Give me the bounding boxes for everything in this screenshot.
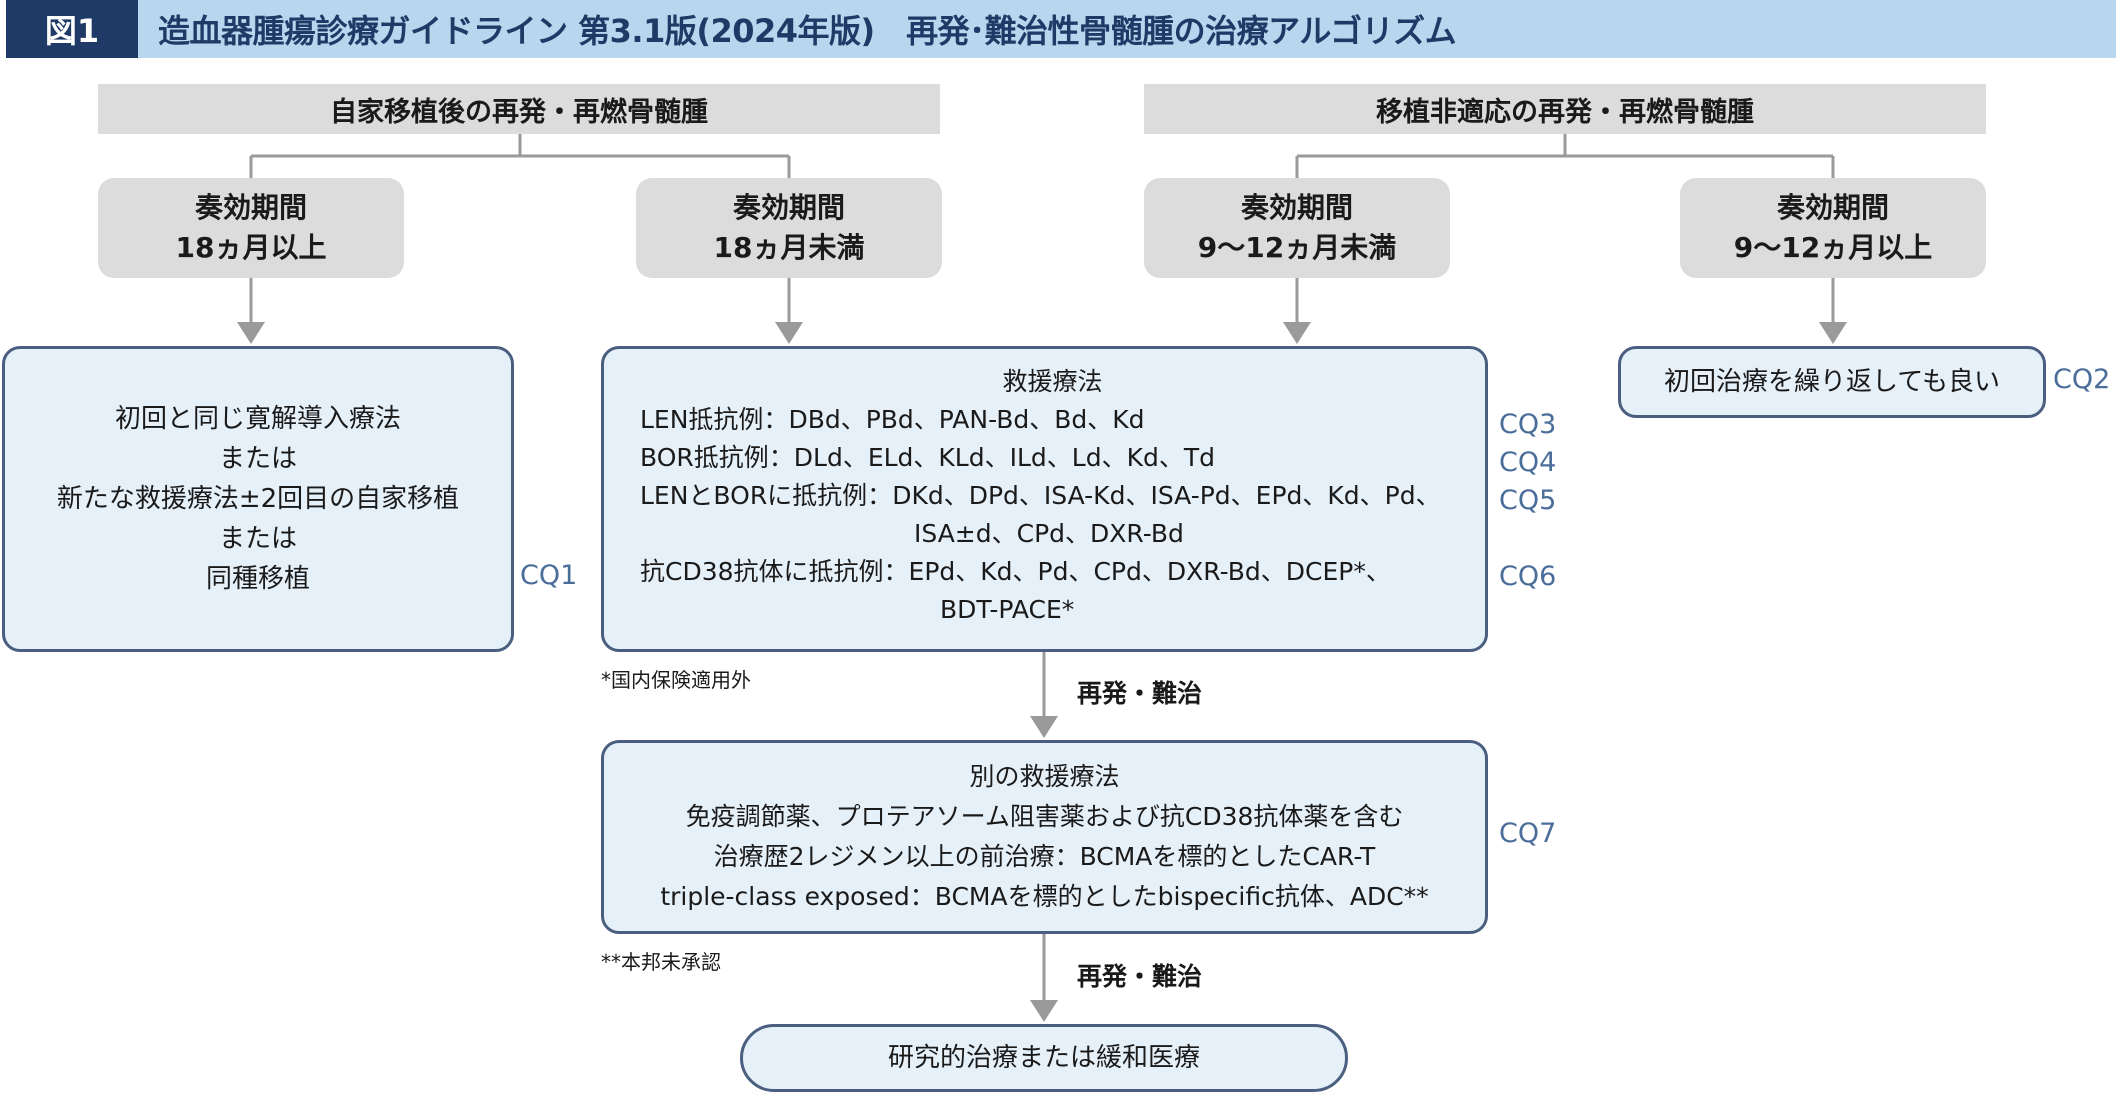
treatment-line: 初回と同じ寛解導入療法 <box>114 404 401 434</box>
treatment-line: 同種移植 <box>205 564 310 594</box>
rescue-row-items: DLd、ELd、KLd、ILd、Ld、Kd、Td <box>793 443 1215 472</box>
treatment-box-autologous: 初回と同じ寛解導入療法 または 新たな救援療法±2回目の自家移植 または 同種移… <box>2 346 514 652</box>
research-or-palliative-box: 研究的治療または緩和医療 <box>740 1024 1348 1092</box>
cq-label: CQ1 <box>520 560 578 591</box>
treatment-line: または <box>218 444 297 474</box>
duration-value: 18ヵ月以上 <box>175 231 327 264</box>
cq-label: CQ3 <box>1499 409 1557 440</box>
rescue-row-label: LENとBORに抵抗例： <box>640 481 893 510</box>
rescue-row: LENとBORに抵抗例： DKd、DPd、ISA-Kd、ISA-Pd、EPd、K… <box>640 477 1465 515</box>
rescue-row: 抗CD38抗体に抵抗例： EPd、Kd、Pd、CPd、DXR-Bd、DCEP*、 <box>640 553 1465 591</box>
duration-value: 9〜12ヵ月未満 <box>1197 231 1397 264</box>
rescue-row-continuation: ISA±d、CPd、DXR-Bd <box>914 519 1184 548</box>
rescue-row-label: BOR抵抗例： <box>640 443 794 472</box>
duration-label: 奏効期間 <box>1776 191 1889 224</box>
final-text: 研究的治療または緩和医療 <box>887 1043 1200 1073</box>
duration-value: 9〜12ヵ月以上 <box>1733 231 1933 264</box>
relapse-label: 再発・難治 <box>1077 962 1203 991</box>
other-rescue-therapy-box: 別の救援療法 免疫調節薬、プロテアソーム阻害薬および抗CD38抗体薬を含む 治療… <box>601 740 1488 934</box>
duration-label: 奏効期間 <box>732 191 845 224</box>
duration-label: 奏効期間 <box>1240 191 1353 224</box>
rescue-row-items: DKd、DPd、ISA-Kd、ISA-Pd、EPd、Kd、Pd、 <box>892 481 1441 510</box>
cq-label: CQ2 <box>2053 364 2111 395</box>
cq-label: CQ4 <box>1499 447 1557 478</box>
cq-label: CQ7 <box>1499 818 1557 849</box>
rescue-title: 救援療法 <box>1002 367 1103 396</box>
rescue-row: LEN抵抗例： DBd、PBd、PAN-Bd、Bd、Kd <box>640 401 1465 439</box>
other-line: 治療歴2レジメン以上の前治療：BCMAを標的としたCAR-T <box>713 842 1376 871</box>
category-non-transplant-relapse: 移植非適応の再発・再燃骨髄腫 <box>1144 84 1986 134</box>
footnote-not-covered: *国内保険適用外 <box>601 668 751 692</box>
treatment-line: または <box>218 524 297 554</box>
rescue-row-label: LEN抵抗例： <box>640 405 789 434</box>
other-line: triple-class exposed：BCMAを標的としたbispecifi… <box>660 882 1429 911</box>
other-line: 別の救援療法 <box>969 762 1120 791</box>
rescue-row-continuation: BDT-PACE* <box>940 595 1075 624</box>
other-line: 免疫調節薬、プロテアソーム阻害薬および抗CD38抗体薬を含む <box>685 802 1404 831</box>
repeat-initial-therapy-box: 初回治療を繰り返しても良い <box>1618 346 2046 418</box>
cq-label: CQ6 <box>1499 561 1557 592</box>
duration-box-18m-or-more: 奏効期間 18ヵ月以上 <box>98 178 404 278</box>
duration-value: 18ヵ月未満 <box>713 231 865 264</box>
title-bar <box>6 0 2116 58</box>
rescue-row-items: EPd、Kd、Pd、CPd、DXR-Bd、DCEP*、 <box>908 557 1391 586</box>
footnote-not-approved: **本邦未承認 <box>601 950 721 974</box>
repeat-text: 初回治療を繰り返しても良い <box>1664 367 2000 397</box>
rescue-therapy-box: 救援療法 LEN抵抗例： DBd、PBd、PAN-Bd、Bd、Kd BOR抵抗例… <box>601 346 1488 652</box>
duration-box-9-12m-or-more: 奏効期間 9〜12ヵ月以上 <box>1680 178 1986 278</box>
duration-box-under-9-12m: 奏効期間 9〜12ヵ月未満 <box>1144 178 1450 278</box>
duration-label: 奏効期間 <box>194 191 307 224</box>
relapse-label: 再発・難治 <box>1077 679 1203 708</box>
category-autologous-relapse: 自家移植後の再発・再燃骨髄腫 <box>98 84 940 134</box>
duration-box-under-18m: 奏効期間 18ヵ月未満 <box>636 178 942 278</box>
rescue-row-label: 抗CD38抗体に抵抗例： <box>640 557 909 586</box>
page-title: 造血器腫瘍診療ガイドライン 第3.1版(2024年版) 再発･難治性骨髄腫の治療… <box>158 12 1457 50</box>
rescue-row: BOR抵抗例： DLd、ELd、KLd、ILd、Ld、Kd、Td <box>640 439 1465 477</box>
figure-label: 図1 <box>6 0 138 58</box>
rescue-row-items: DBd、PBd、PAN-Bd、Bd、Kd <box>788 405 1145 434</box>
cq-label: CQ5 <box>1499 485 1557 516</box>
treatment-line: 新たな救援療法±2回目の自家移植 <box>56 484 460 514</box>
